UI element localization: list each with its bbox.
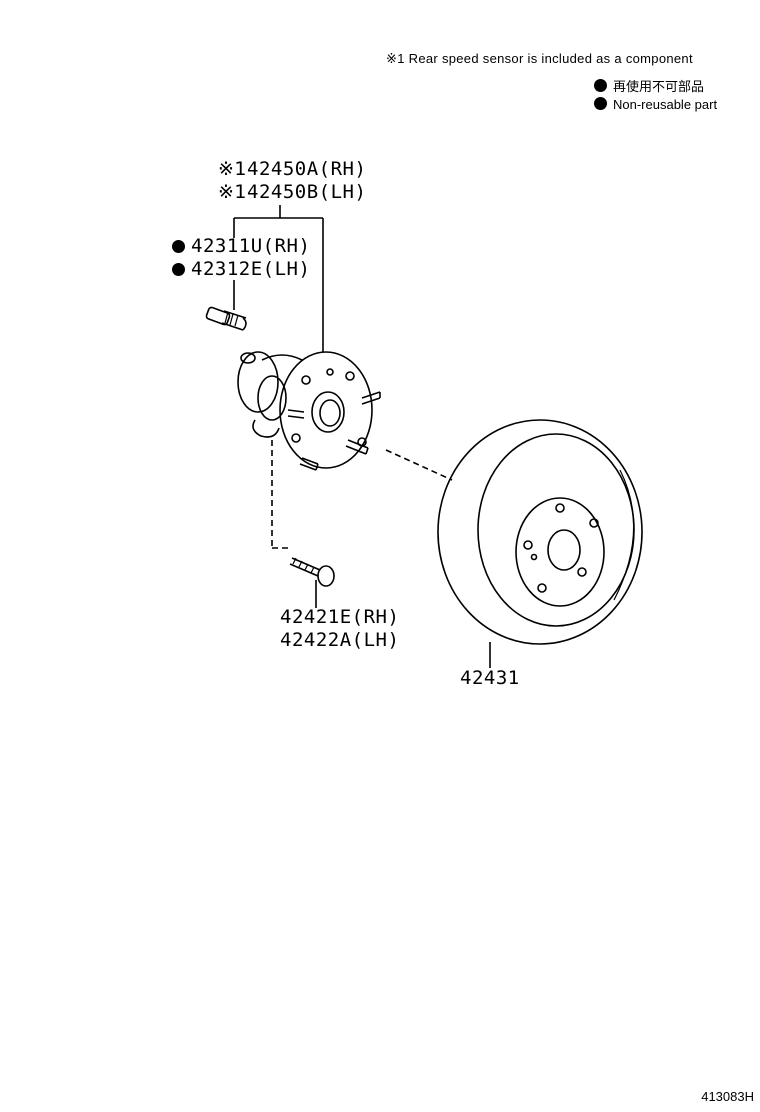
mount-bolt-part (289, 557, 335, 587)
note-text: Rear speed sensor is included as a compo… (408, 51, 693, 66)
filled-circle-icon (594, 97, 607, 110)
callout-line: 42450A(RH) (247, 158, 367, 180)
callout-hub-assembly: ※142450A(RH) ※142450B(LH) (218, 158, 366, 204)
brake-disc-part (437, 419, 643, 645)
callout-mark: ※1 (218, 158, 248, 180)
callout-line: 42311U(RH) (191, 235, 311, 257)
dashed-guides (271, 440, 453, 549)
callout-line: 42312E(LH) (191, 258, 311, 280)
legend-item-jp: 再使用不可部品 (594, 76, 704, 95)
legend-label-en: Non-reusable part (613, 97, 718, 112)
callout-line: 42421E(RH) (280, 606, 400, 628)
hub-bolt-part (205, 306, 247, 331)
filled-circle-icon (172, 240, 185, 253)
component-note: ※1 Rear speed sensor is included as a co… (386, 51, 693, 67)
callout-line: 42431 (460, 667, 520, 689)
filled-circle-icon (172, 263, 185, 276)
legend-label-jp: 再使用不可部品 (613, 79, 705, 94)
callout-mark: ※1 (218, 181, 248, 203)
callout-mount-bolt: 42421E(RH) 42422A(LH) (280, 606, 399, 652)
figure-id: 413083H (701, 1089, 754, 1104)
filled-circle-icon (594, 79, 607, 92)
callout-hub-bolt: 42311U(RH) 42312E(LH) (172, 235, 310, 281)
legend-item-en: Non-reusable part (594, 97, 717, 112)
note-mark: ※1 (386, 51, 405, 66)
callout-line: 42422A(LH) (280, 629, 400, 651)
callout-line: 42450B(LH) (247, 181, 367, 203)
callout-disc: 42431 (460, 667, 520, 689)
hub-bearing-part (237, 351, 381, 471)
leader-lines (233, 205, 491, 668)
